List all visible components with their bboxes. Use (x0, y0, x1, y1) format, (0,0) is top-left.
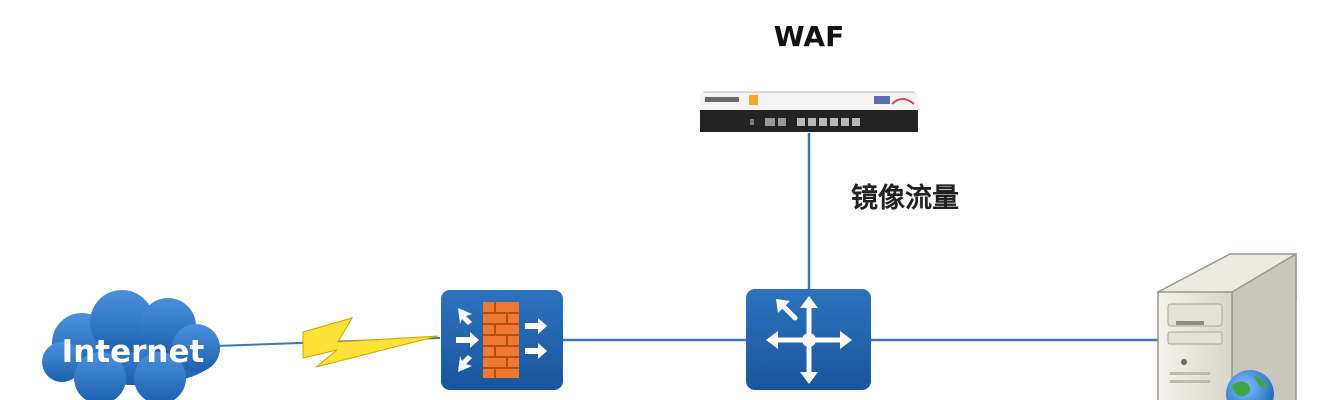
lightning-icon (302, 317, 439, 368)
mirror-traffic-label: 镜像流量 (851, 183, 959, 214)
waf-appliance-icon (699, 91, 919, 132)
firewall-icon (441, 290, 563, 390)
switch-icon (746, 289, 871, 390)
server-icon (1156, 252, 1297, 400)
internet-label: Internet (62, 334, 205, 370)
waf-label: WAF (774, 20, 844, 53)
internet-cloud-icon (42, 290, 220, 400)
globe-icon (1226, 370, 1274, 400)
